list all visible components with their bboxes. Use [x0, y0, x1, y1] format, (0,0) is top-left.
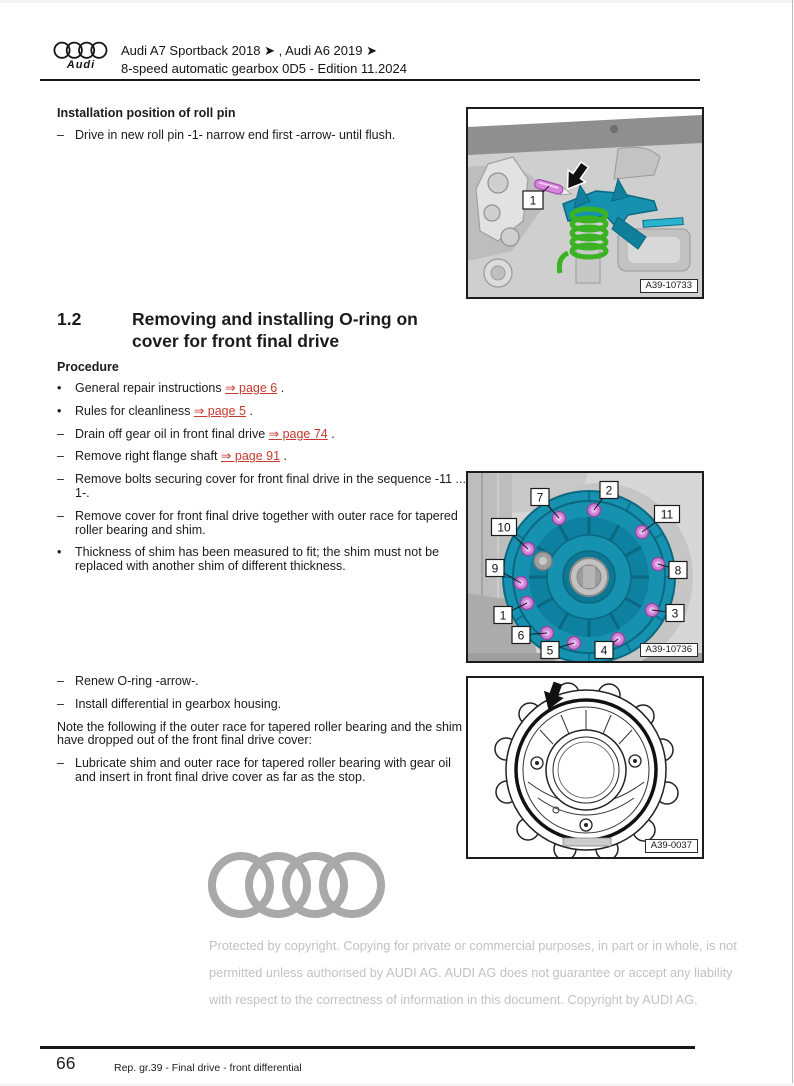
step-text: Lubricate shim and outer race for tapere…	[75, 756, 451, 784]
step-row: –Remove bolts securing cover for front f…	[57, 472, 469, 501]
step-text: Thickness of shim has been measured to f…	[75, 545, 440, 574]
step-marker: •	[57, 403, 62, 418]
step-row: • Rules for cleanliness ⇒ page 5 .	[57, 403, 469, 419]
page-edge-top	[0, 0, 794, 3]
copyright-line: permitted unless authorised by AUDI AG. …	[209, 965, 733, 980]
copyright-line: Protected by copyright. Copying for priv…	[209, 938, 737, 953]
step-marker: –	[57, 508, 64, 523]
figure-code: A39-0037	[644, 839, 698, 853]
step-text: Renew O-ring -arrow-.	[75, 674, 199, 688]
step-text: Remove cover for front final drive toget…	[75, 508, 458, 537]
step-marker: –	[57, 756, 64, 771]
step-row: –Drive in new roll pin -1- narrow end fi…	[57, 128, 469, 143]
step-row: –Install differential in gearbox housing…	[57, 696, 469, 712]
step-marker: –	[57, 128, 64, 142]
audi-rings-watermark	[208, 849, 385, 926]
note-paragraph: Note the following if the outer race for…	[57, 719, 463, 748]
figure-code: A39-10733	[639, 279, 698, 293]
step-text: Rules for cleanliness ⇒ page 5 .	[75, 403, 253, 418]
step-row: –Renew O-ring -arrow-.	[57, 674, 469, 689]
step-text: Install differential in gearbox housing.	[75, 696, 282, 711]
svg-text:2: 2	[606, 484, 613, 498]
figure-callout-8: 8	[657, 560, 688, 580]
figure1-callout-label: 1	[530, 194, 537, 208]
svg-text:9: 9	[492, 562, 499, 576]
section-heading: 1.2 Removing and installing O-ring on co…	[57, 309, 468, 352]
step-row: • Thickness of shim has been measured to …	[57, 546, 469, 574]
figure-callout-10: 10	[490, 517, 529, 550]
step-row: –Lubricate shim and outer race for taper…	[57, 756, 469, 785]
figure-callout-7: 7	[530, 487, 560, 519]
procedure-steps: •General repair instructions ⇒ page 6 .•…	[57, 381, 469, 583]
watermark-rings-icon	[208, 852, 385, 918]
step-marker: –	[57, 449, 64, 464]
svg-text:5: 5	[547, 644, 554, 658]
section-number: 1.2	[57, 309, 82, 329]
roll-pin-steps: –Drive in new roll pin -1- narrow end fi…	[57, 128, 469, 152]
step-text: Drain off gear oil in front final drive …	[75, 426, 335, 441]
svg-text:11: 11	[661, 508, 674, 522]
page-edge-right	[792, 0, 793, 1086]
figure-callout-11: 11	[641, 504, 681, 533]
copyright-notice: Protected by copyright. Copying for priv…	[209, 932, 757, 1013]
figure-roll-pin: 1 A39-10733	[466, 107, 704, 299]
step-row: –Remove cover for front final drive toge…	[57, 508, 469, 538]
header-rule	[40, 79, 700, 81]
step-row: –Drain off gear oil in front final drive…	[57, 426, 469, 442]
step-text: General repair instructions ⇒ page 6 .	[75, 381, 285, 395]
section-title: Removing and installing O-ring on cover …	[132, 309, 418, 351]
page-link[interactable]: ⇒ page 5	[193, 403, 246, 418]
audi-wordmark: Audi	[66, 59, 96, 71]
header-text: Audi A7 Sportback 2018 ➤ , Audi A6 2019 …	[121, 41, 407, 77]
figure-code: A39-10736	[639, 643, 698, 657]
oring-steps: –Renew O-ring -arrow-.–Install different…	[57, 674, 469, 794]
step-marker: •	[57, 381, 62, 395]
step-marker: –	[57, 696, 64, 711]
bolt-callouts: 7 2 11 10 8 9 3 16 5 4	[485, 480, 688, 660]
footer-chapter-text: Rep. gr.39 - Final drive - front differe…	[114, 1062, 302, 1074]
step-row: –Remove right flange shaft ⇒ page 91 .	[57, 449, 469, 464]
page-link[interactable]: ⇒ page 6	[225, 381, 278, 395]
audi-logo: Audi	[52, 41, 110, 77]
step-marker: –	[57, 674, 64, 688]
figure-callout-3: 3	[651, 603, 685, 623]
figure-callout-1: 1	[493, 602, 528, 625]
figure-callout-2: 2	[593, 480, 619, 511]
subsection-title: Installation position of roll pin	[57, 106, 236, 120]
bolt-sequence-illustration: 7 2 11 10 8 9 3 16 5 4	[468, 473, 702, 661]
svg-text:4: 4	[601, 644, 608, 658]
step-text: Remove bolts securing cover for front fi…	[75, 472, 466, 500]
page-header: Audi Audi A7 Sportback 2018 ➤ , Audi A6 …	[52, 41, 407, 77]
procedure-heading: Procedure	[57, 360, 119, 374]
step-text: Remove right flange shaft ⇒ page 91 .	[75, 449, 288, 464]
step-text: Drive in new roll pin -1- narrow end fir…	[75, 128, 396, 142]
step-row: • General repair instructions ⇒ page 6 .	[57, 381, 469, 396]
header-model-line: Audi A7 Sportback 2018 ➤ , Audi A6 2019 …	[121, 43, 377, 58]
page-link[interactable]: ⇒ page 91	[220, 449, 281, 464]
step-marker: –	[57, 472, 64, 487]
footer-rule	[40, 1046, 695, 1049]
audi-rings-icon	[53, 41, 108, 59]
step-marker: –	[57, 426, 64, 441]
page-link[interactable]: ⇒ page 74	[268, 426, 328, 441]
svg-text:3: 3	[672, 607, 679, 621]
figure-callout-9: 9	[485, 558, 522, 584]
copyright-line: with respect to the correctness of infor…	[209, 992, 698, 1007]
figure-final-drive-cover: A39-0037	[466, 676, 704, 859]
svg-text:1: 1	[500, 609, 507, 623]
step-marker: •	[57, 545, 62, 560]
svg-text:6: 6	[518, 629, 525, 643]
svg-text:10: 10	[497, 521, 511, 535]
roll-pin-illustration: 1	[468, 109, 702, 297]
figure-callout-5: 5	[540, 640, 575, 660]
header-edition-line: 8-speed automatic gearbox 0D5 - Edition …	[121, 60, 407, 76]
svg-text:7: 7	[537, 491, 544, 505]
svg-text:8: 8	[675, 564, 682, 578]
page-edge-bottom	[0, 1083, 794, 1086]
page-number: 66	[56, 1053, 76, 1073]
figure-callout-6: 6	[511, 625, 548, 645]
figure-callout-4: 4	[594, 638, 619, 660]
final-drive-cover-illustration	[468, 678, 702, 857]
